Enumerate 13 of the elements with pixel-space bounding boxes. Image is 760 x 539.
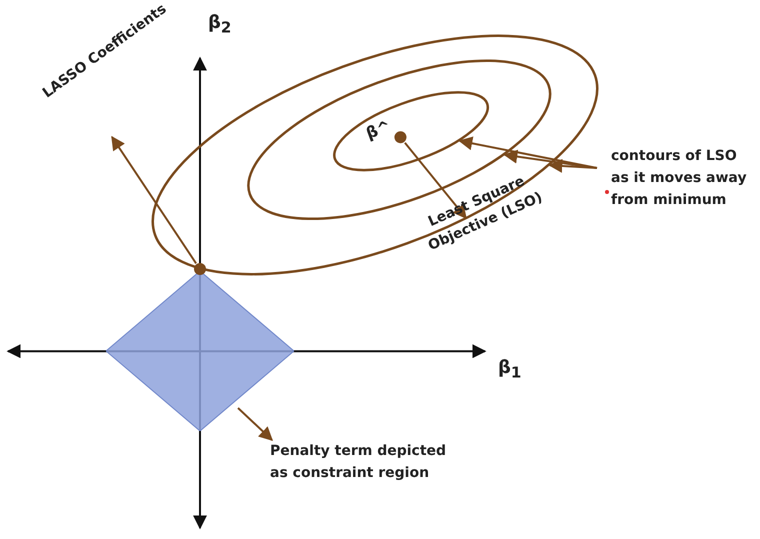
axis-label: β$_{2}$ <box>208 12 232 39</box>
axis-label: β$_{1}$ <box>498 357 522 384</box>
point-dot <box>392 130 408 145</box>
arrow <box>404 142 467 220</box>
arrow <box>237 407 274 441</box>
annotation-text: contours of LSO as it moves away from minimum <box>611 147 748 210</box>
arrow <box>111 136 197 264</box>
beta-hat-label: β^ <box>363 116 394 145</box>
annotation-text: Penalty term depicted as constraint region <box>270 442 448 483</box>
arrow <box>503 150 598 169</box>
point-dot <box>194 263 206 276</box>
arrow <box>458 136 598 169</box>
arrow <box>548 158 598 173</box>
